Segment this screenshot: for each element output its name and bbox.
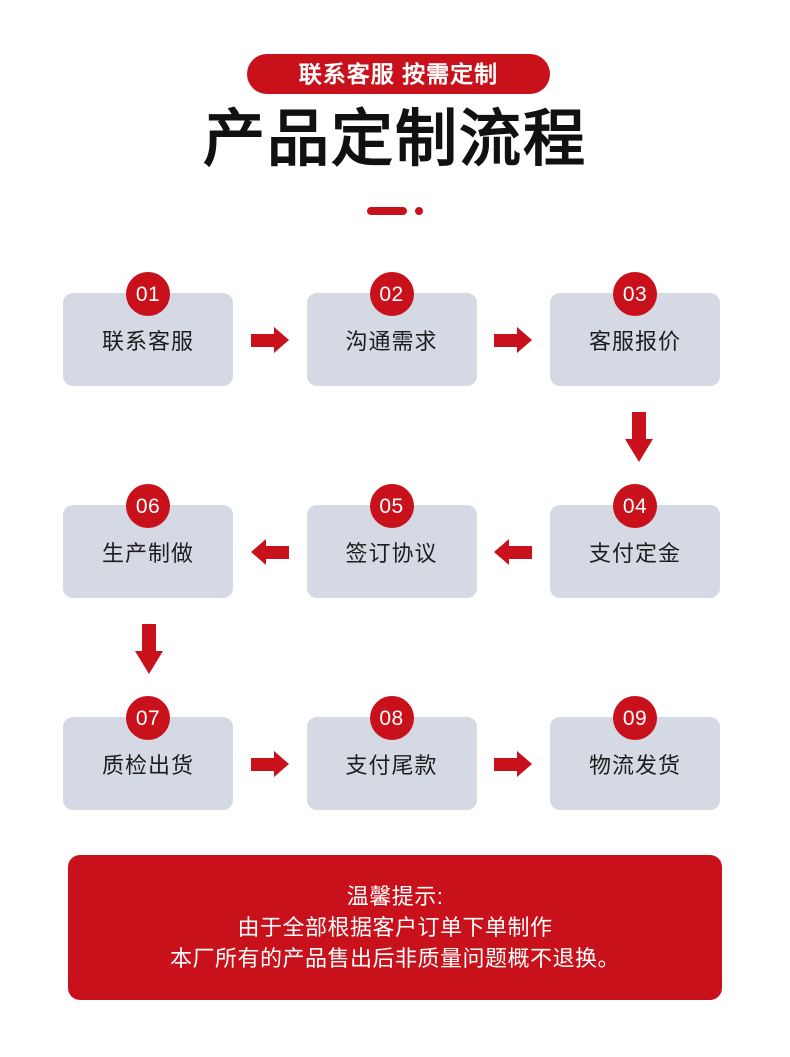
arrow-right-icon [494,326,533,353]
arrow-down-icon [135,624,163,674]
title-divider [0,206,790,216]
flow-connector-2a [233,505,307,598]
flow-row-3: 07 质检出货 08 支付尾款 09 物流发货 [63,696,720,810]
step-card-04[interactable]: 04 支付定金 [550,484,720,598]
divider-dot [415,207,423,215]
step-badge-04: 04 [613,484,657,528]
step-badge-08: 08 [369,696,414,740]
flow-connector-2b [477,505,551,598]
flow-row-1: 01 联系客服 02 沟通需求 03 客服报价 [63,272,720,386]
step-badge-09: 09 [613,696,657,740]
flow-connector-3a [233,717,307,810]
arrow-right-icon [250,326,289,353]
step-label-03: 客服报价 [588,328,681,354]
step-badge-01: 01 [126,272,170,316]
flow-connector-3b [477,717,551,810]
step-label-04: 支付定金 [588,540,681,566]
step-label-05: 签订协议 [345,540,438,566]
step-label-08: 支付尾款 [345,752,438,778]
flow-row-2: 06 生产制做 05 签订协议 04 支付定金 [63,484,720,598]
step-label-01: 联系客服 [101,328,194,354]
flow-connector-1b [477,293,551,386]
header-pill-badge: 联系客服 按需定制 [247,54,550,94]
page-title: 产品定制流程 [202,105,587,174]
divider-bar [367,207,407,215]
step-label-07: 质检出货 [101,752,194,778]
step-label-02: 沟通需求 [345,328,438,354]
step-card-07[interactable]: 07 质检出货 [63,696,233,810]
step-card-03[interactable]: 03 客服报价 [550,272,720,386]
arrow-right-icon [250,750,289,777]
arrow-down-icon [625,412,653,462]
notice-box: 温馨提示: 由于全部根据客户订单下单制作 本厂所有的产品售出后非质量问题概不退换… [68,855,722,1000]
step-badge-03: 03 [613,272,657,316]
step-label-09: 物流发货 [588,752,681,778]
step-card-02[interactable]: 02 沟通需求 [306,272,477,386]
notice-line-2: 由于全部根据客户订单下单制作 [237,914,553,940]
notice-line-1: 温馨提示: [346,883,444,909]
arrow-right-icon [494,750,533,777]
flow-connector-1a [233,293,307,386]
step-card-06[interactable]: 06 生产制做 [63,484,233,598]
step-card-08[interactable]: 08 支付尾款 [306,696,477,810]
step-card-01[interactable]: 01 联系客服 [63,272,233,386]
arrow-left-icon [250,538,289,565]
notice-line-3: 本厂所有的产品售出后非质量问题概不退换。 [169,946,620,972]
step-badge-07: 07 [126,696,170,740]
header-pill-label: 联系客服 按需定制 [298,60,499,87]
step-card-05[interactable]: 05 签订协议 [306,484,477,598]
step-label-06: 生产制做 [101,540,194,566]
step-badge-06: 06 [126,484,170,528]
step-card-09[interactable]: 09 物流发货 [550,696,720,810]
step-badge-02: 02 [369,272,414,316]
arrow-left-icon [494,538,533,565]
step-badge-05: 05 [369,484,414,528]
